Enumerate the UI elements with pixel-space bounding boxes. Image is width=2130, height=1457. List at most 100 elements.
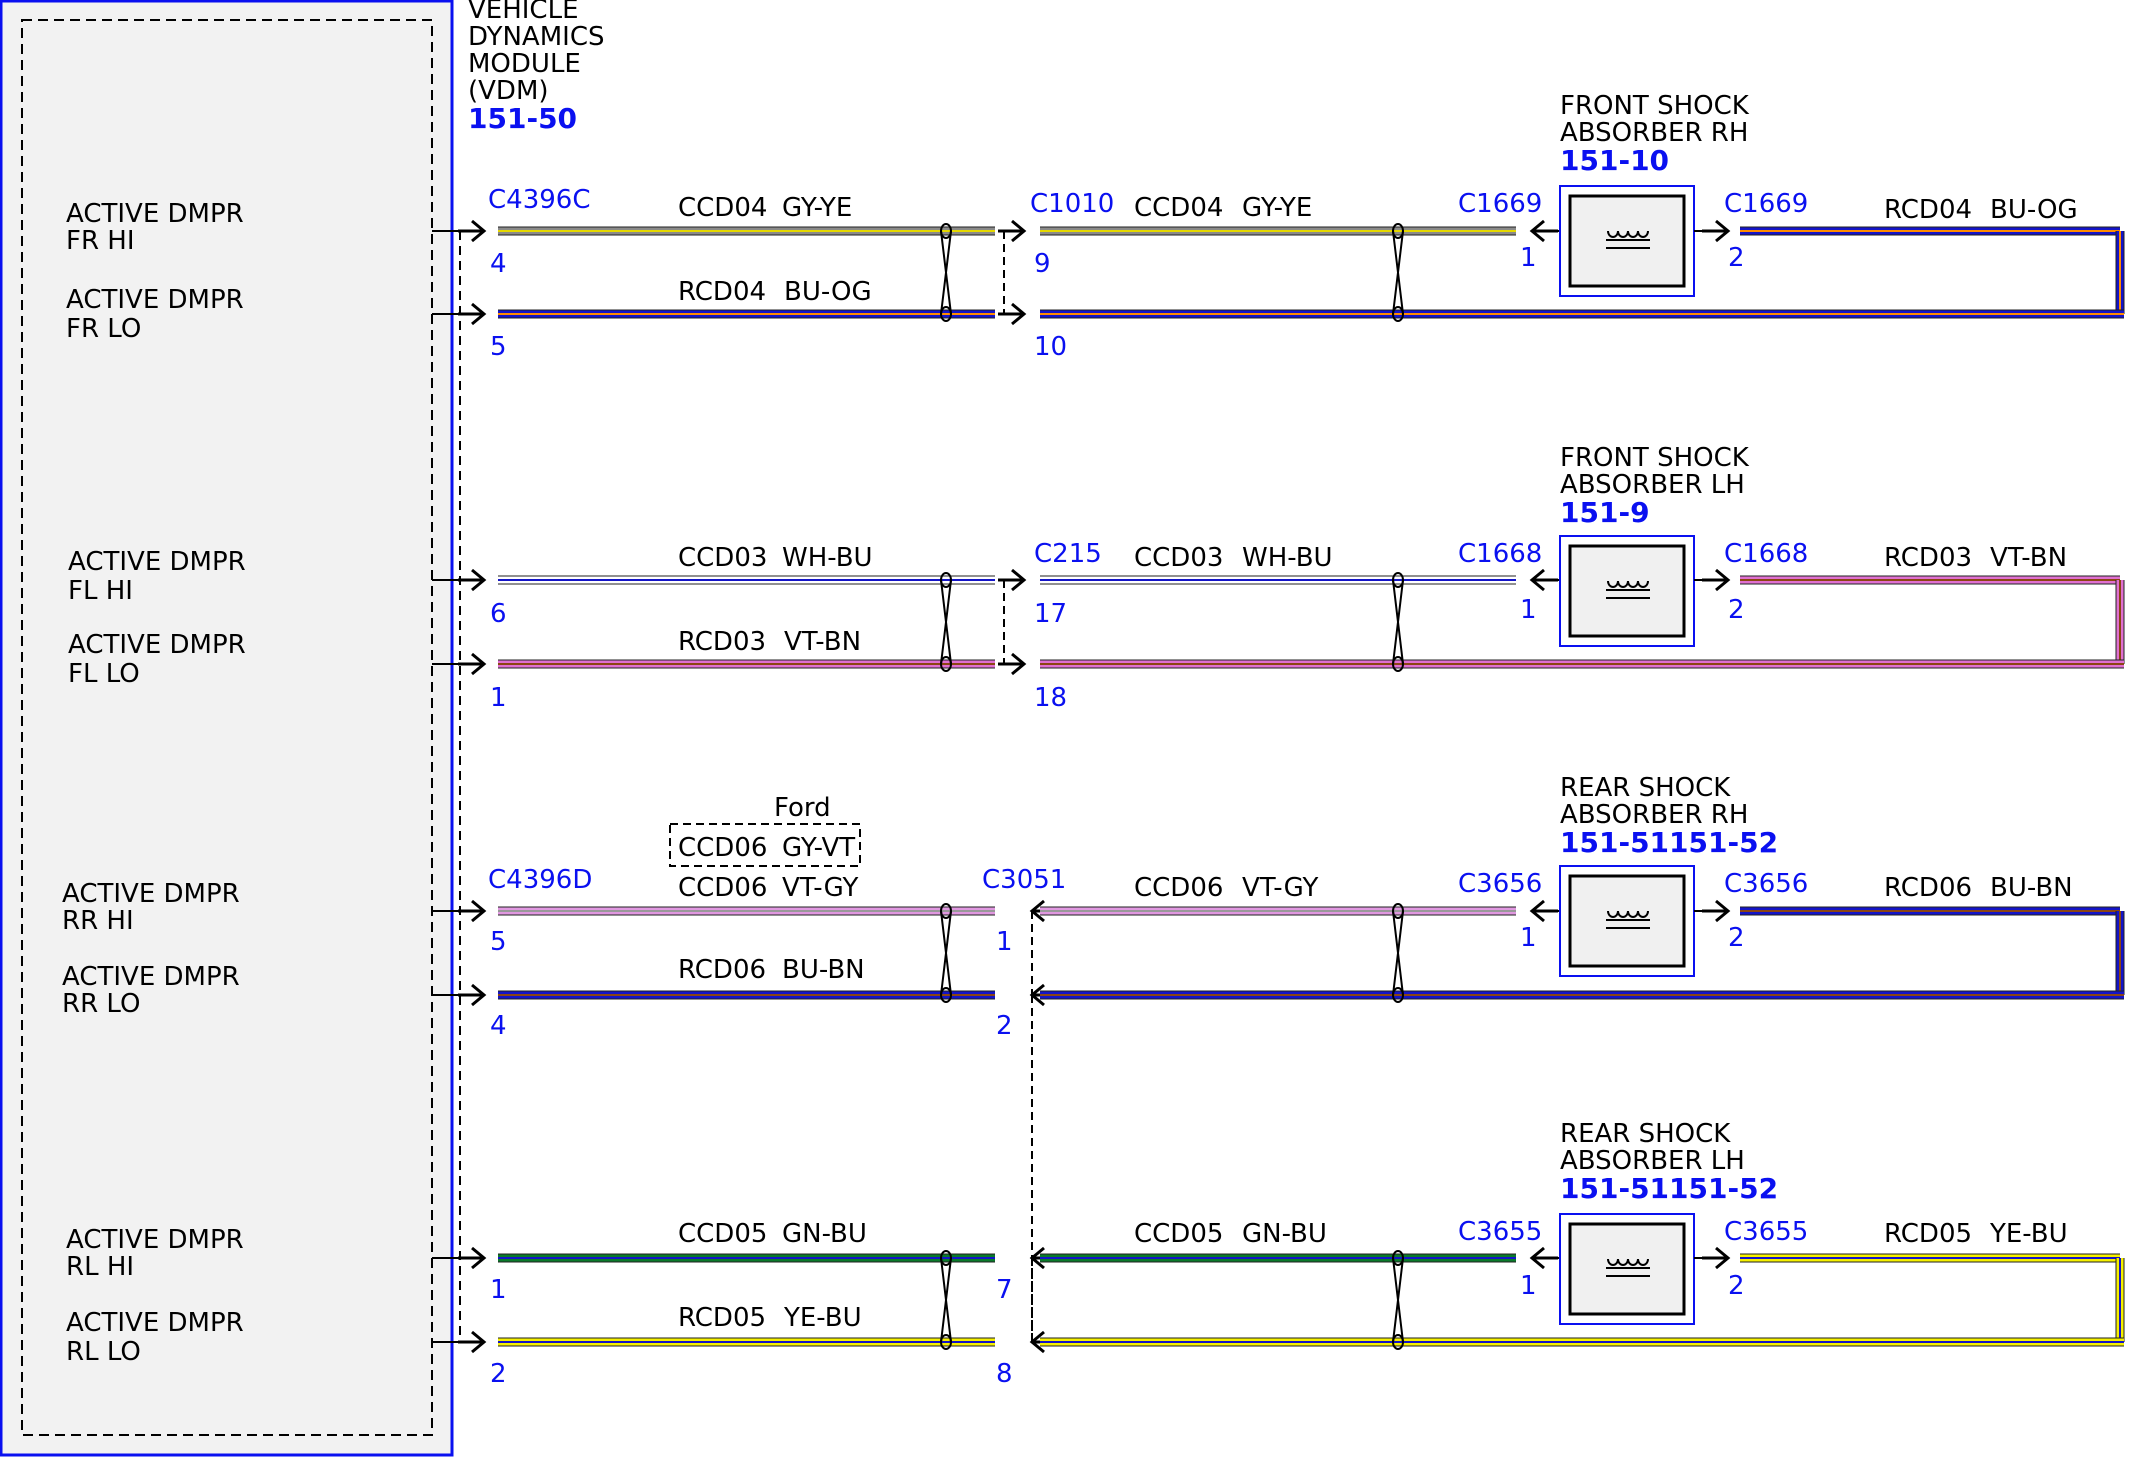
module-name-line-1: VEHICLE — [468, 0, 579, 25]
component-name-line-1: FRONT SHOCK — [1560, 443, 1750, 473]
wire-label: CCD06 — [1134, 873, 1223, 903]
component-name-line-2: ABSORBER RH — [1560, 118, 1748, 148]
component-connector-chevron — [1702, 899, 1731, 923]
component-pin-out: 2 — [1728, 1271, 1745, 1301]
wire-label: CCD05 — [678, 1219, 767, 1249]
pin-label-rr-lo-2: RR LO — [62, 989, 140, 1019]
connector-label: C1010 — [1030, 189, 1114, 219]
component-ref: 151-51151-52 — [1560, 826, 1778, 859]
wire-color-label: GN-BU — [1242, 1219, 1327, 1249]
component-connector-out: C1669 — [1724, 189, 1808, 219]
pin-number: 5 — [490, 927, 507, 957]
component-ref: 151-51151-52 — [1560, 1172, 1778, 1205]
component-name-line-1: REAR SHOCK — [1560, 1119, 1731, 1149]
pin-number: 4 — [490, 249, 507, 279]
pin-number: 9 — [1034, 249, 1051, 279]
connector-pin-chevron — [458, 652, 487, 676]
return-wire-color: VT-BN — [1990, 543, 2067, 573]
pin-label-rr-lo-1: ACTIVE DMPR — [62, 962, 240, 992]
component-connector-in: C1668 — [1458, 539, 1542, 569]
connector-pin-chevron — [458, 1330, 487, 1354]
pin-number: 17 — [1034, 599, 1067, 629]
twisted-pair-marker-top — [940, 223, 952, 239]
circuit-group-fl: C215 6 1 17 18 CCD03 WH-BU RCD03 VT-BN C… — [490, 443, 2067, 713]
component-pin-out: 2 — [1728, 595, 1745, 625]
circuit-group-fr: C4396C C1010 4 5 9 10 CCD04 GY-YE RCD04 … — [488, 91, 2078, 362]
pin-label-fl-lo-2: FL LO — [68, 659, 140, 689]
component-connector-in: C3656 — [1458, 869, 1542, 899]
pin-number: 1 — [996, 927, 1013, 957]
twisted-pair-marker-top — [1392, 903, 1404, 919]
pin-label-rl-lo-2: RL LO — [66, 1337, 141, 1367]
connector-pin-chevron — [458, 568, 487, 592]
inline-connector-chevron — [998, 219, 1027, 243]
option-wire-label: CCD06 — [678, 833, 767, 863]
connector-label: C215 — [1034, 539, 1102, 569]
component-connector-chevron — [1702, 568, 1731, 592]
pin-number: 2 — [996, 1011, 1013, 1041]
return-wire-label: RCD06 — [1884, 873, 1972, 903]
component-name-line-1: REAR SHOCK — [1560, 773, 1731, 803]
wire-color-label: VT-GY — [1242, 873, 1318, 903]
wire-layer — [432, 185, 2125, 1354]
component-connector-out: C3656 — [1724, 869, 1808, 899]
component-pin-out: 2 — [1728, 923, 1745, 953]
shock-absorber-icon-coil — [1607, 230, 1649, 238]
twisted-pair-marker-top — [1392, 223, 1404, 239]
component-pin-in: 1 — [1520, 243, 1537, 273]
twisted-pair-marker-top — [940, 572, 952, 588]
twisted-pair-marker — [1392, 579, 1404, 665]
return-wire-label: RCD03 — [1884, 543, 1972, 573]
pin-label-fr-hi-1: ACTIVE DMPR — [66, 199, 244, 229]
pin-number: 6 — [490, 599, 507, 629]
component-pin-in: 1 — [1520, 923, 1537, 953]
wire-label: CCD03 — [678, 543, 767, 573]
pin-number: 18 — [1034, 683, 1067, 713]
connector-pin-chevron — [458, 219, 487, 243]
pin-label-fr-hi-2: FR HI — [66, 226, 135, 256]
pin-label-fr-lo-1: ACTIVE DMPR — [66, 285, 244, 315]
twisted-pair-marker-top — [1392, 1250, 1404, 1266]
return-wire-color: BU-BN — [1990, 873, 2073, 903]
module-pin-labels: ACTIVE DMPR FR HI ACTIVE DMPR FR LO ACTI… — [62, 199, 246, 1367]
twisted-pair-marker-bottom — [940, 306, 952, 322]
twisted-pair-marker — [940, 230, 952, 315]
twisted-pair-marker — [940, 579, 952, 665]
pin-number: 4 — [490, 1011, 507, 1041]
wire-color-label: WH-BU — [1242, 543, 1333, 573]
module-ref: 151-50 — [468, 102, 577, 135]
wire-color-label: GY-YE — [1242, 193, 1312, 223]
pin-number: 7 — [996, 1275, 1013, 1305]
component-connector-out: C3655 — [1724, 1217, 1808, 1247]
pin-label-fl-hi-1: ACTIVE DMPR — [68, 547, 246, 577]
return-wire-label: RCD05 — [1884, 1219, 1972, 1249]
connector-label: C3051 — [982, 865, 1066, 895]
wire-label: CCD06 — [678, 873, 767, 903]
pin-number: 5 — [490, 332, 507, 362]
option-box — [669, 823, 861, 867]
shock-absorber-icon-coil — [1607, 1258, 1649, 1266]
return-wire-color: YE-BU — [1989, 1219, 2068, 1249]
pin-label-rr-hi-1: ACTIVE DMPR — [62, 879, 240, 909]
module-title: VEHICLE DYNAMICS MODULE (VDM) 151-50 — [468, 0, 604, 135]
circuit-group-rl: 1 2 7 8 CCD05 GN-BU RCD05 YE-BU CCD05 GN… — [490, 1119, 2068, 1389]
connector-label: C4396D — [488, 865, 592, 895]
wire-label: RCD06 — [678, 955, 766, 985]
component-name-line-2: ABSORBER RH — [1560, 800, 1748, 830]
pin-number: 1 — [490, 683, 507, 713]
twisted-pair-marker-bottom — [940, 987, 952, 1003]
twisted-pair-marker — [1392, 910, 1404, 996]
wire-color-label: GN-BU — [782, 1219, 867, 1249]
wire-color-label: GY-YE — [782, 193, 852, 223]
twisted-pair-marker-bottom — [940, 656, 952, 672]
inline-connector-chevron — [998, 652, 1027, 676]
shock-absorber-icon-coil — [1607, 580, 1649, 588]
twisted-pair-marker-bottom — [1392, 987, 1404, 1003]
twisted-pair-marker-bottom — [1392, 306, 1404, 322]
wire-color-label: BU-BN — [782, 955, 865, 985]
twisted-pair-marker-top — [940, 903, 952, 919]
connector-pin-chevron — [458, 983, 487, 1007]
module-name-line-3: MODULE — [468, 49, 581, 79]
wire-label: RCD04 — [678, 277, 766, 307]
